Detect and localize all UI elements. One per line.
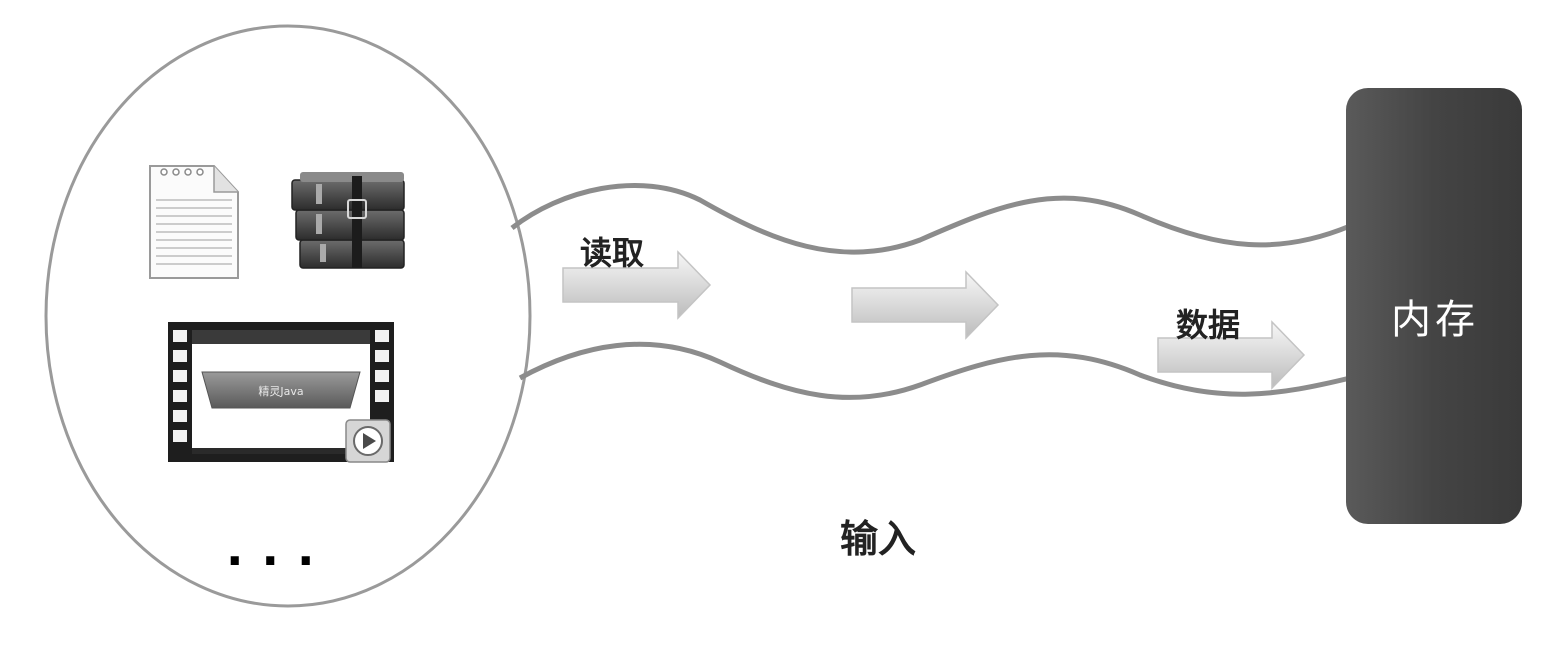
stream-upper-line xyxy=(510,182,1351,255)
input-label: 输入 xyxy=(840,517,917,561)
data-label: 数据 xyxy=(1176,306,1241,344)
memory-label: 内存 xyxy=(1391,297,1479,343)
text-file-icon xyxy=(149,165,239,279)
memory-block xyxy=(1346,88,1522,524)
more-sources-ellipsis: ... xyxy=(226,522,333,576)
archive-books-icon xyxy=(291,172,405,269)
video-banner-text: 精灵Java xyxy=(258,385,303,398)
flow-arrow-3 xyxy=(1157,320,1306,390)
data-source-circle xyxy=(44,24,532,608)
flow-arrow-1 xyxy=(562,250,712,320)
video-file-icon: 精灵Java xyxy=(168,322,394,463)
stream-lower-line xyxy=(518,341,1351,400)
flow-arrow-2 xyxy=(851,270,1000,340)
read-label: 读取 xyxy=(580,234,645,272)
